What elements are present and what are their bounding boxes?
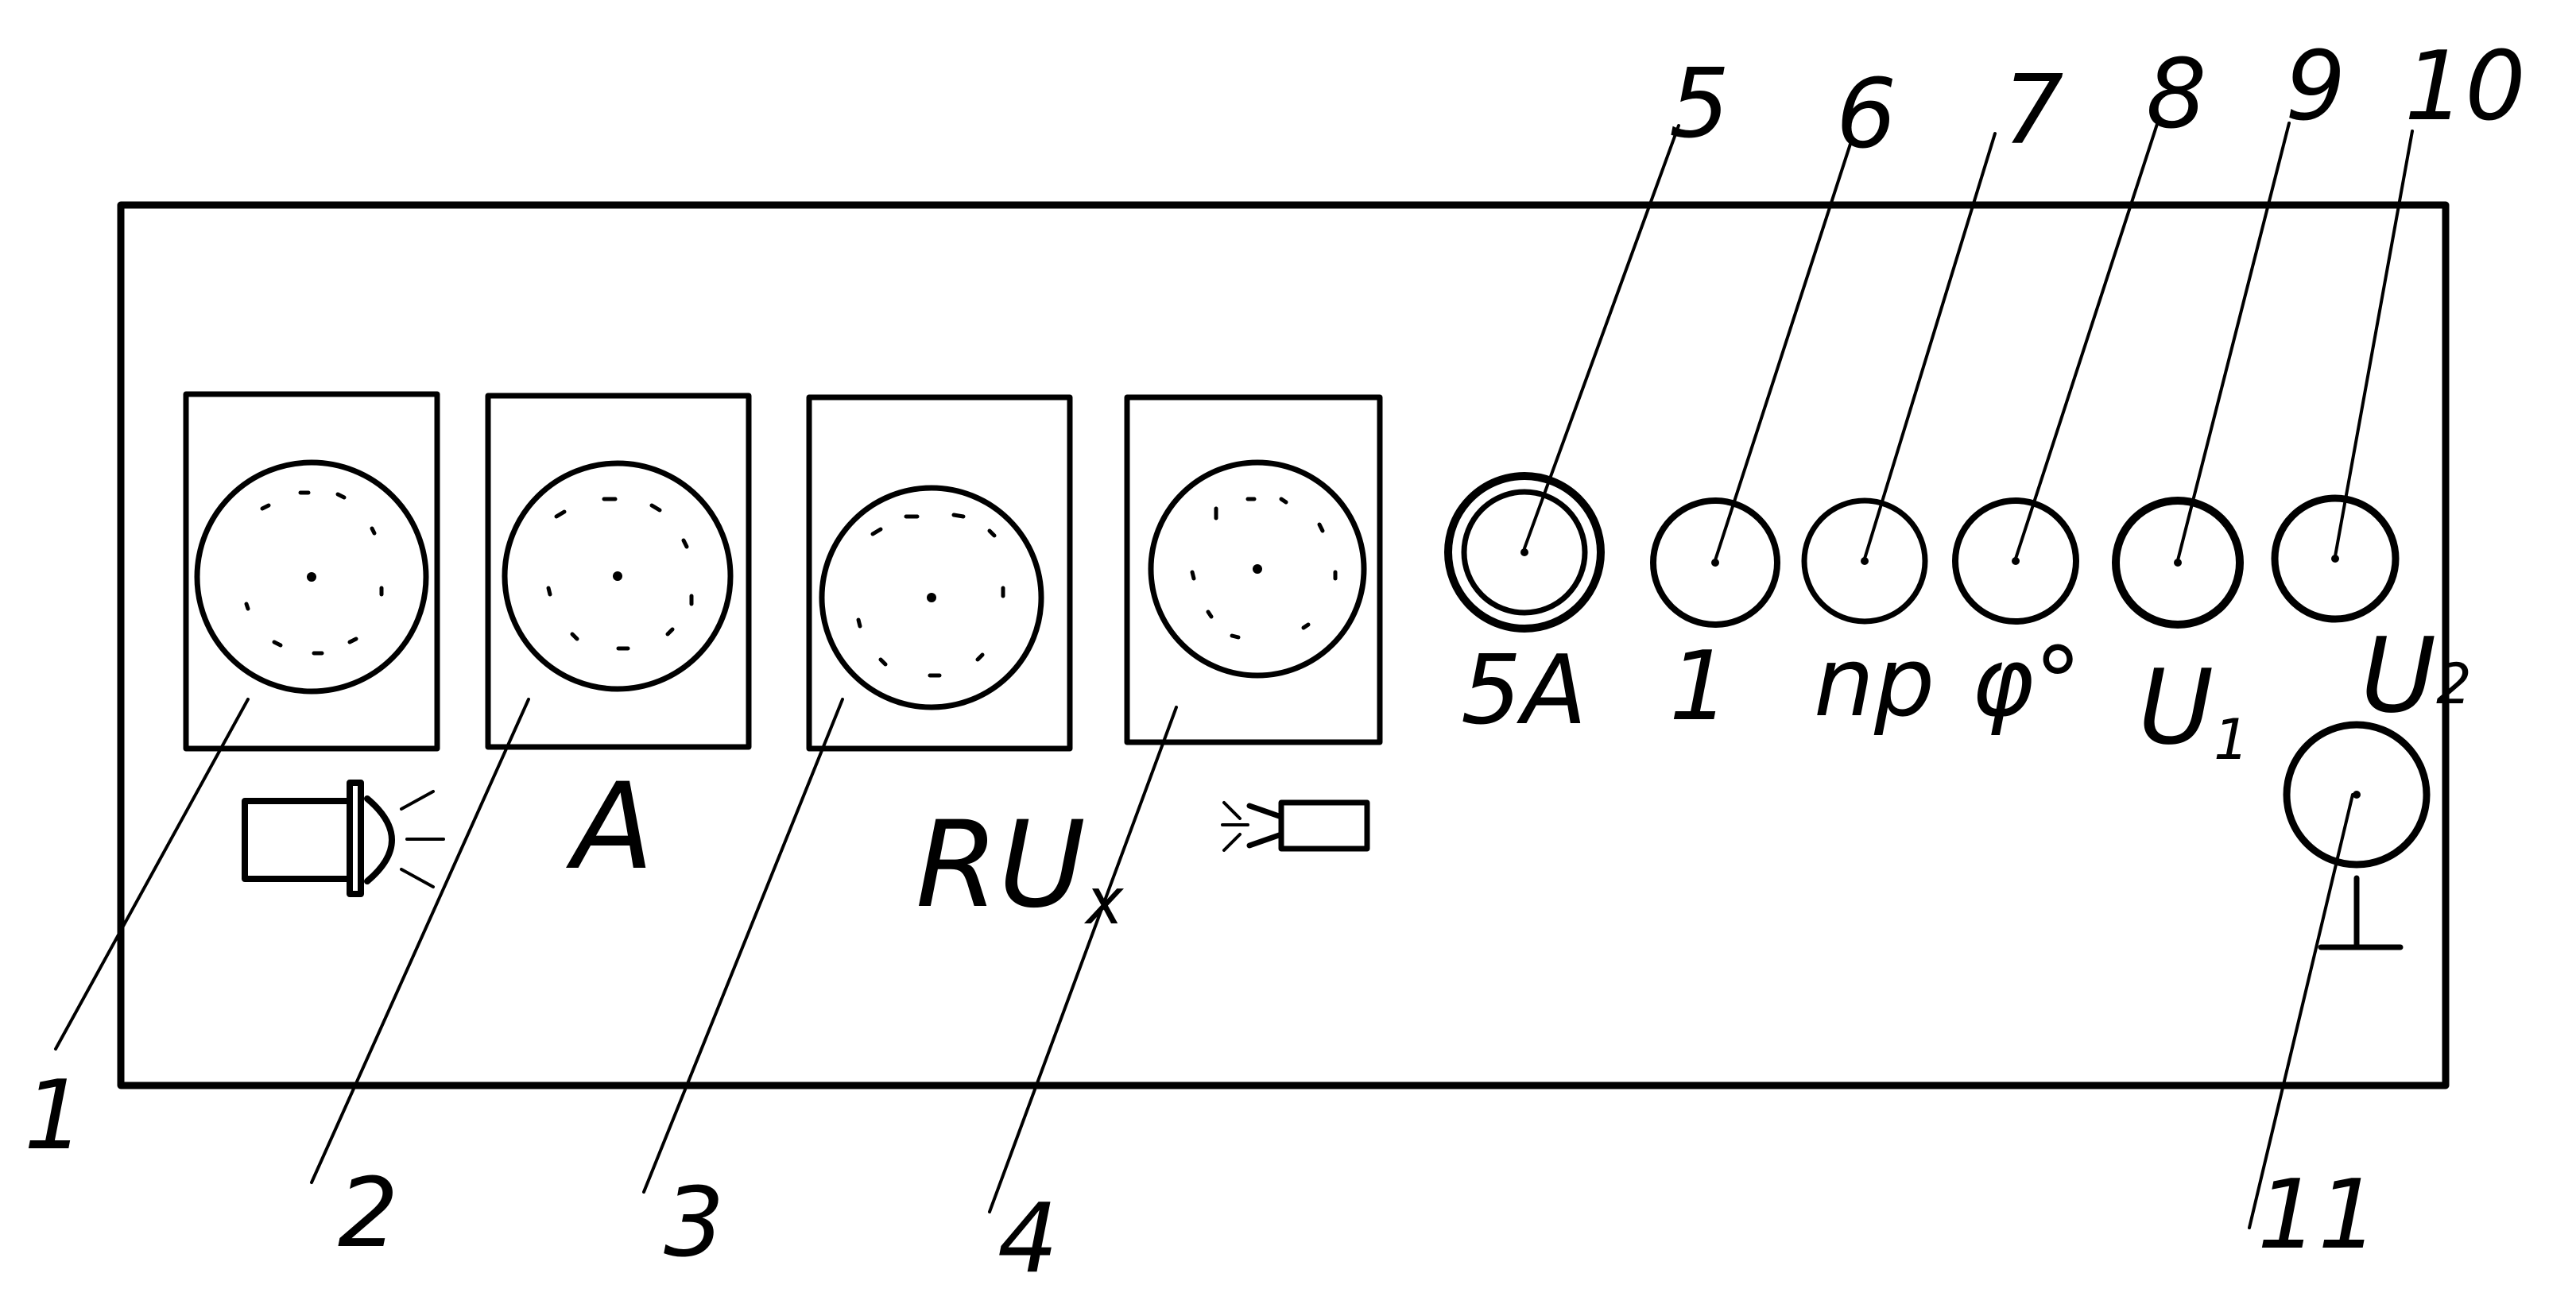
dial-knob — [1148, 459, 1367, 679]
terminal-11-ground: 11 — [2248, 721, 2431, 1271]
callout-number: 9 — [2285, 32, 2346, 142]
dial-label-main: RU — [916, 796, 1086, 935]
callout-number: 3 — [664, 1168, 724, 1279]
dial-label: A — [566, 758, 654, 896]
callout-leader-2 — [310, 698, 530, 1184]
callout-leader-5 — [1523, 124, 1680, 550]
terminal-9: 9 U1 — [2112, 32, 2346, 772]
dial-knob — [502, 460, 734, 692]
callout-number: 7 — [2003, 56, 2063, 166]
dial-frame — [485, 393, 752, 750]
panel-frame — [117, 201, 2450, 1089]
terminal-label-main: U — [2361, 615, 2436, 736]
callout-leader-10 — [2334, 130, 2414, 558]
dial-frame — [183, 391, 440, 752]
terminal-socket — [2283, 721, 2431, 869]
terminal-outer-ring — [1444, 472, 1605, 633]
callout-leader-8 — [2014, 118, 2160, 560]
terminal-label: 5A — [1461, 636, 1586, 746]
dial-label: RUx — [916, 796, 1125, 938]
callout-leader-6 — [1714, 137, 1854, 562]
terminal-socket — [2112, 497, 2244, 629]
terminal-label: np — [1814, 628, 1935, 738]
dial-module-2: 2 A — [310, 393, 752, 1269]
terminal-center — [1711, 559, 1719, 567]
dial-scale-marks — [546, 497, 694, 651]
probe-icon — [1221, 799, 1370, 852]
dial-frame — [806, 394, 1073, 752]
callout-number: 1 — [24, 1061, 84, 1171]
terminal-socket — [1461, 489, 1588, 616]
terminal-7: 7 np — [1801, 56, 2063, 738]
callout-number: 10 — [2404, 32, 2526, 142]
terminal-label-main: U — [2138, 647, 2214, 768]
dial-center — [613, 571, 622, 581]
terminal-5: 5 5A — [1444, 49, 1730, 746]
terminal-center — [2353, 791, 2361, 799]
dial-center — [307, 572, 316, 582]
callout-leader-1 — [54, 698, 250, 1051]
ground-icon — [2318, 875, 2404, 950]
callout-number: 11 — [2257, 1160, 2379, 1271]
dial-center — [1253, 564, 1262, 574]
dial-knob — [194, 459, 429, 695]
terminal-center — [1861, 557, 1869, 565]
terminal-6: 6 1 — [1650, 60, 1896, 742]
callout-leader-9 — [2176, 122, 2291, 562]
terminal-socket — [1952, 497, 2079, 625]
terminal-label-subscript: 2 — [2436, 652, 2472, 717]
lamp-icon — [242, 780, 445, 897]
terminal-center — [2174, 559, 2182, 567]
callout-leader-3 — [642, 698, 844, 1194]
callout-number: 6 — [1836, 60, 1896, 170]
dial-scale-marks — [1190, 497, 1338, 640]
dial-scale-marks — [244, 490, 384, 656]
terminal-center — [2331, 555, 2339, 563]
callout-number: 8 — [2146, 40, 2206, 150]
terminal-label-subscript: 1 — [2214, 707, 2249, 772]
terminal-label: U1 — [2138, 647, 2249, 772]
dial-module-3: 3 RUx — [642, 394, 1125, 1279]
terminal-label: 1 — [1669, 632, 1730, 742]
dial-module-4: 4 — [988, 394, 1383, 1294]
dial-knob — [819, 485, 1044, 710]
terminal-socket — [1801, 497, 1928, 625]
terminal-label: φ° — [1971, 628, 2082, 738]
dial-module-1: 1 — [24, 391, 445, 1171]
callout-leader-4 — [988, 706, 1178, 1213]
terminal-10: 10 U2 — [2271, 32, 2526, 736]
callout-number: 4 — [997, 1184, 1058, 1294]
callout-number: 5 — [1669, 49, 1730, 160]
dial-frame — [1124, 394, 1383, 745]
callout-leader-11 — [2248, 793, 2354, 1229]
terminal-socket — [1650, 497, 1780, 628]
dial-center — [927, 593, 936, 602]
terminal-center — [2012, 557, 2020, 565]
callout-leader-7 — [1863, 132, 1997, 560]
terminal-socket — [2271, 494, 2400, 623]
terminal-8: 8 φ° — [1952, 40, 2206, 738]
terminal-center — [1520, 548, 1528, 556]
dial-scale-marks — [856, 513, 1005, 678]
terminal-label: U2 — [2361, 615, 2472, 736]
callout-number: 2 — [338, 1159, 398, 1269]
